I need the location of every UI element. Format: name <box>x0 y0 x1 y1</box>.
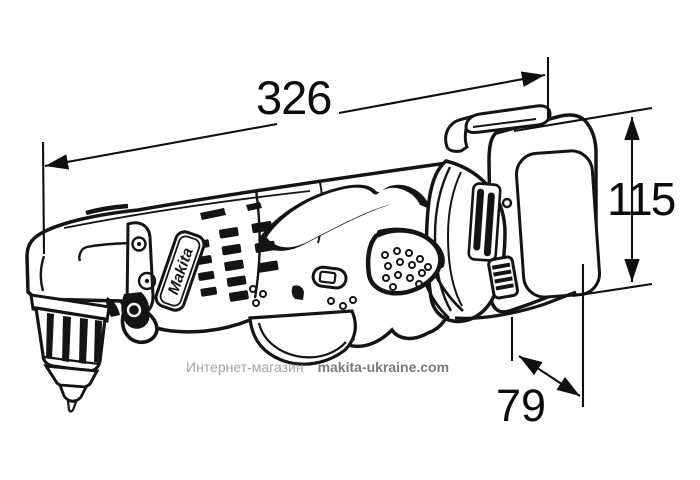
vent-slots <box>192 202 279 302</box>
mount-rail-plate <box>467 182 502 262</box>
lock-tab <box>291 285 304 300</box>
watermark: Интернет-магазин makita-ukraine.com <box>186 359 450 375</box>
battery-front-face <box>514 149 602 299</box>
drill-illustration: Makita <box>25 104 602 413</box>
dimension-lines <box>41 57 653 407</box>
battery-top-tabs <box>444 104 552 153</box>
dimension-depth-label: 79 <box>496 380 547 431</box>
dimension-height-115 <box>513 106 653 298</box>
direction-selector <box>311 265 348 290</box>
watermark-site: makita-ukraine.com <box>317 359 450 375</box>
watermark-prefix: Интернет-магазин <box>186 359 304 375</box>
dimension-length-326 <box>41 57 550 255</box>
belt-hook-loop <box>248 309 357 366</box>
dimension-depth-79 <box>510 264 585 407</box>
trigger-area <box>365 227 464 320</box>
battery-release-latch <box>487 255 519 300</box>
decorative-swoosh <box>258 184 429 251</box>
battery-pin-dot <box>501 197 513 209</box>
chuck <box>29 293 111 413</box>
dimension-height-label: 115 <box>607 173 676 225</box>
dimension-length-label: 326 <box>256 71 332 124</box>
grip-dots <box>249 247 432 310</box>
battery-pack <box>487 113 602 314</box>
